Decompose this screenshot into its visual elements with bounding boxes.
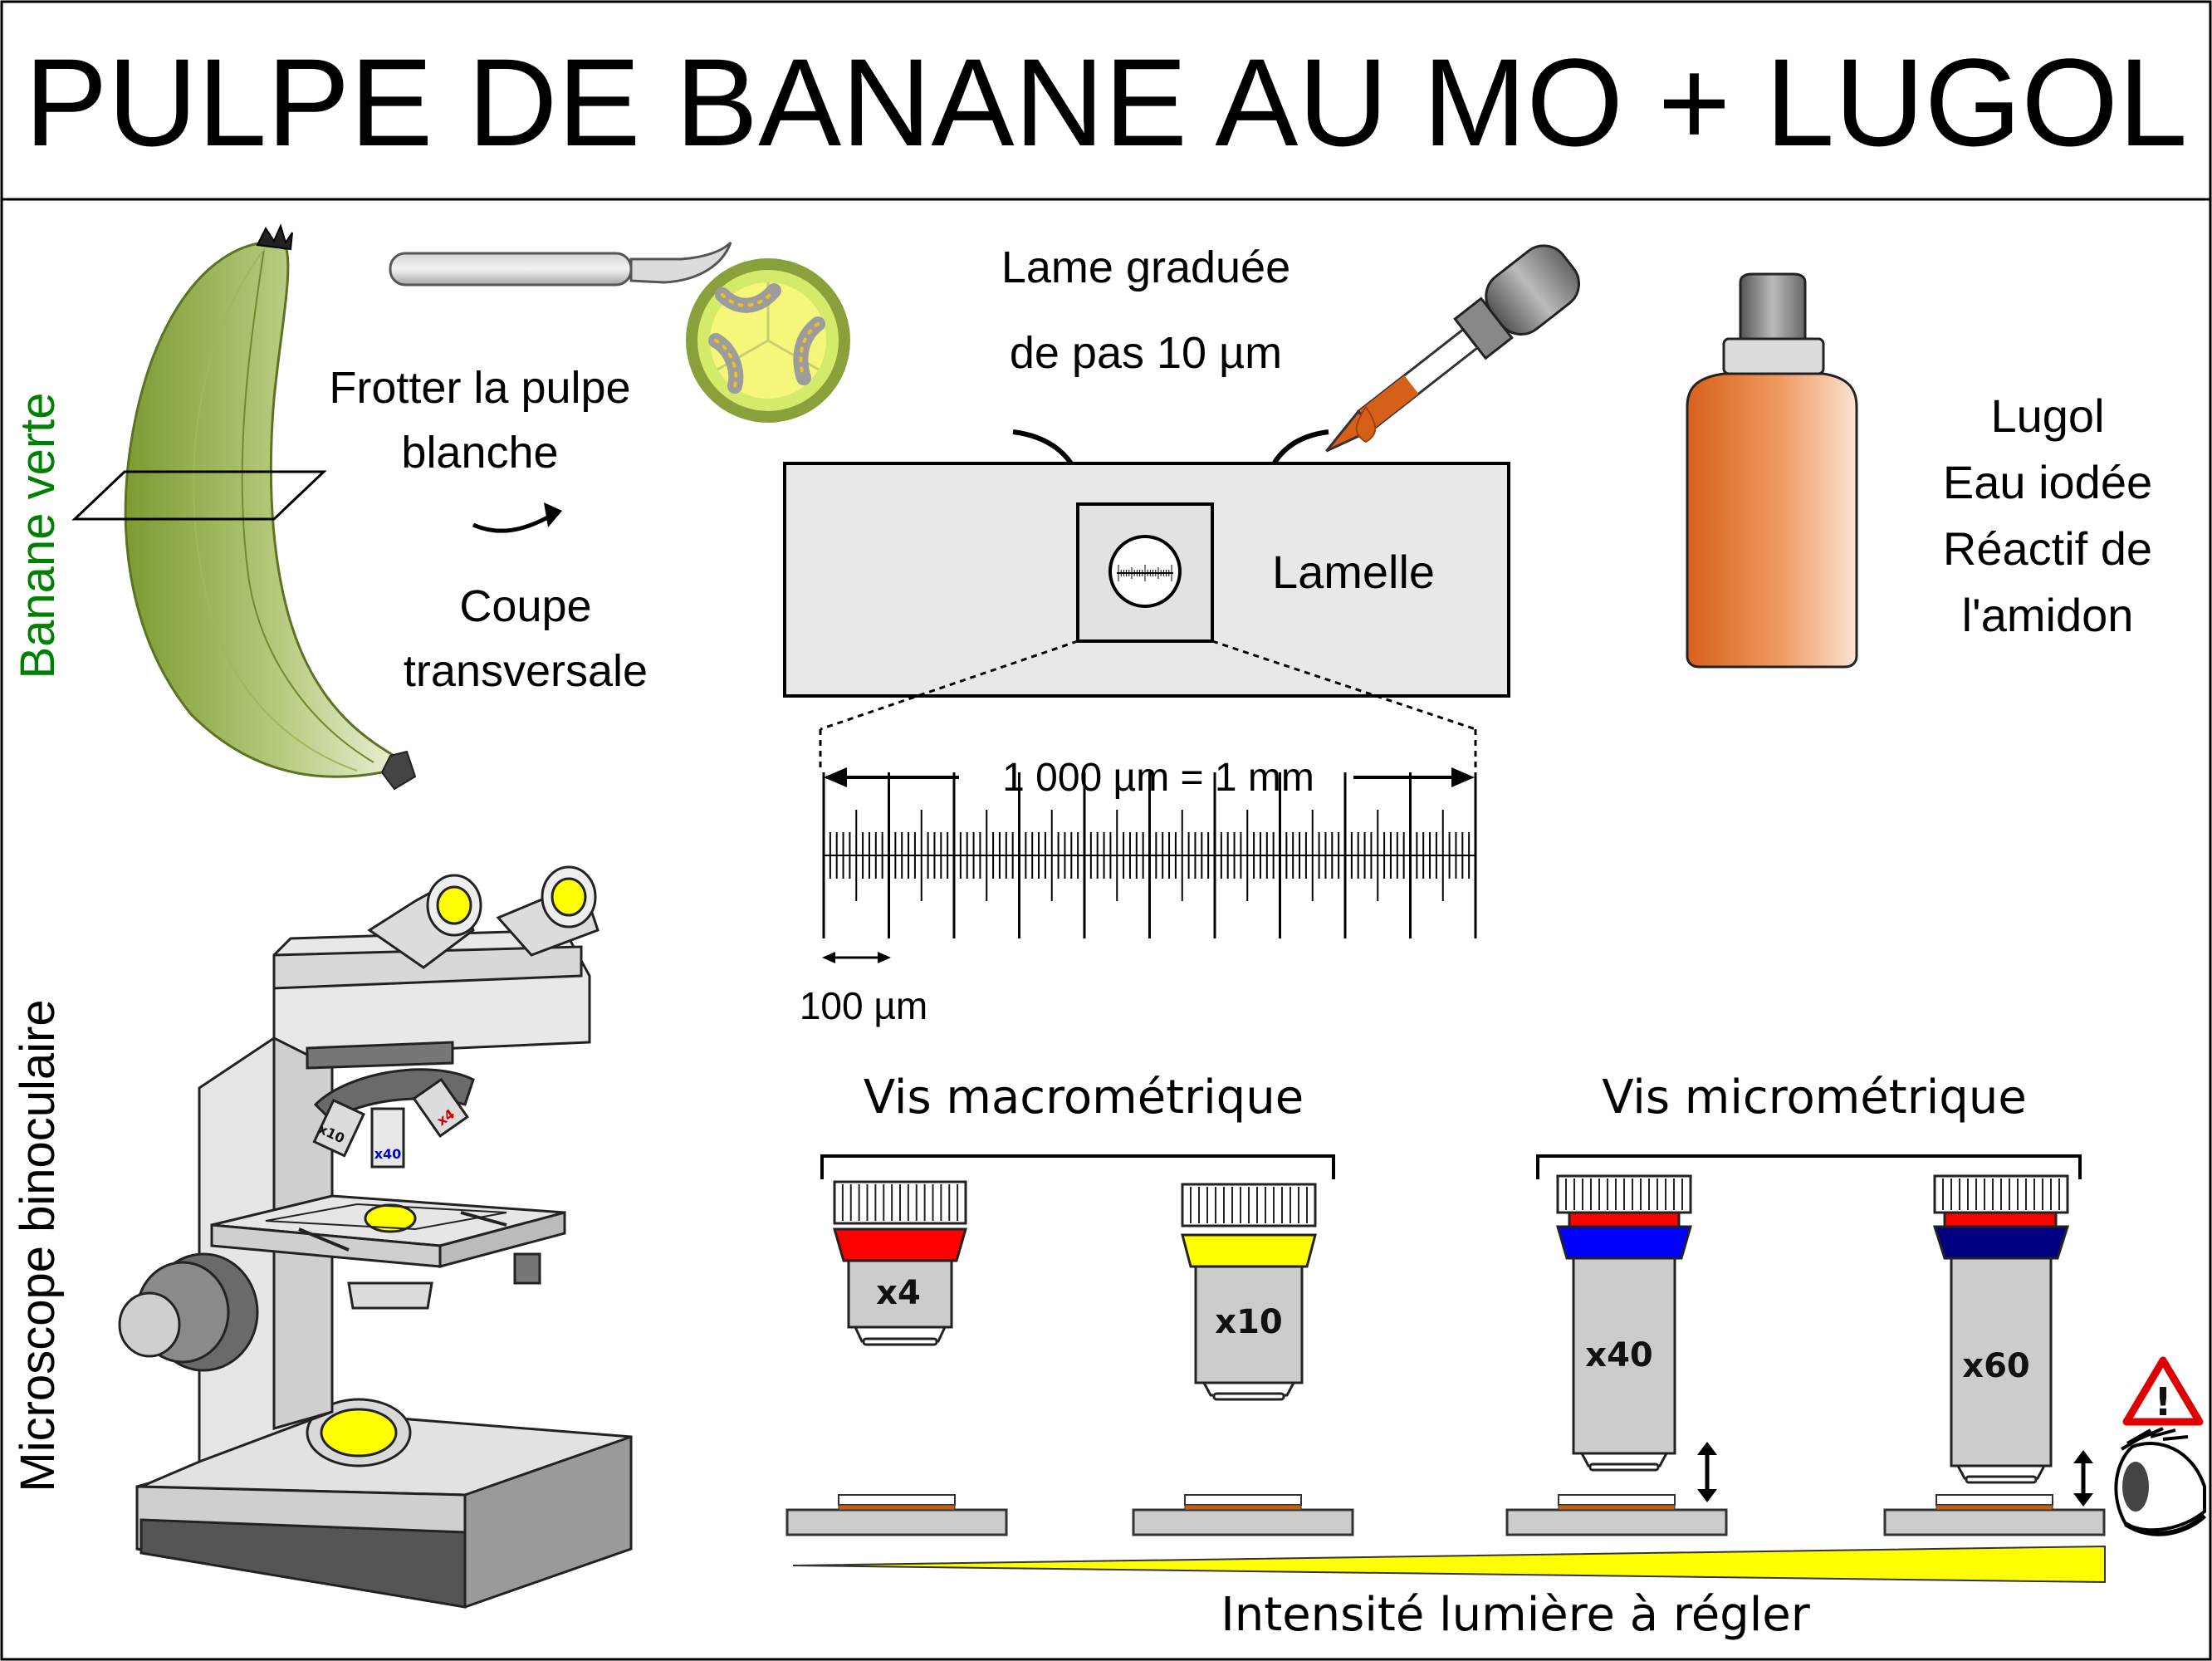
- microscope-label: Microscope binoculaire: [11, 999, 65, 1492]
- up-down-arrow-icon: [1697, 1442, 1717, 1502]
- stained-sample: [1558, 1504, 1676, 1511]
- division-label: 100 µm: [800, 984, 927, 1027]
- lugol-line4: l'amidon: [1962, 589, 2134, 641]
- stained-sample: [838, 1504, 956, 1511]
- microscope-icon: [118, 865, 633, 1609]
- stained-sample: [1936, 1504, 2053, 1511]
- rub-pulp-line1: Frotter la pulpe: [329, 363, 630, 413]
- micro-focus-label: Vis micrométrique: [1602, 1071, 2027, 1124]
- banana-icon: [71, 223, 417, 791]
- lugol-bottle-icon: [1686, 272, 1858, 669]
- slide: [785, 1508, 1008, 1536]
- cross-section-line1: Coupe: [459, 581, 591, 631]
- page-title: PULPE DE BANANE AU MO + LUGOL: [24, 32, 2187, 172]
- objective-x60-label: x60: [1962, 1347, 2029, 1385]
- objective-x40: [1556, 1174, 1692, 1472]
- coverslip: [1184, 1494, 1302, 1506]
- micro-focus-bracket: [1536, 1154, 2082, 1179]
- macro-focus-label: Vis macrométrique: [864, 1071, 1304, 1124]
- warning-symbol: !: [2155, 1379, 2172, 1424]
- warning-icon: [2122, 1356, 2204, 1426]
- rub-pulp-line2: blanche: [401, 428, 558, 478]
- arrow-head-icon: [544, 502, 562, 527]
- light-intensity-label: Intensité lumière à régler: [1221, 1588, 1810, 1642]
- graduated-slide-line1: Lame graduée: [1001, 243, 1290, 292]
- zoom-lines: [819, 639, 1477, 768]
- scale-total-arrow: [824, 767, 1475, 787]
- up-down-arrow-icon: [2073, 1450, 2093, 1507]
- coverslip-label: Lamelle: [1272, 546, 1435, 598]
- banana-cross-section-icon: [686, 258, 850, 423]
- scale-total-label: 1 000 µm = 1 mm: [1002, 756, 1314, 800]
- light-intensity-wedge: [792, 1545, 2106, 1584]
- slide: [1505, 1508, 1728, 1536]
- scalpel-icon: [389, 241, 732, 287]
- coverslip: [838, 1494, 956, 1506]
- slide: [1883, 1508, 2106, 1536]
- mini-scale: [1118, 565, 1172, 581]
- slide: [1132, 1508, 1354, 1536]
- stage-slides: [785, 1494, 2106, 1536]
- glass-slide: [783, 462, 1510, 698]
- lugol-line3: Réactif de: [1943, 522, 2152, 575]
- banana-label: Banane verte: [11, 392, 65, 679]
- objective-x40-label: x40: [1585, 1336, 1652, 1374]
- lugol-line1: Lugol: [1990, 390, 2104, 442]
- dropper-icon: [1325, 244, 1580, 453]
- objective-x4: [833, 1180, 967, 1346]
- coverslip: [1936, 1494, 2053, 1506]
- coverslip: [1558, 1494, 1676, 1506]
- cross-section-line2: transversale: [404, 646, 648, 696]
- nosepiece-label-x40: x40: [374, 1146, 402, 1162]
- graduated-slide-line2: de pas 10 µm: [1010, 328, 1282, 378]
- graduated-scale: [822, 772, 1477, 938]
- curved-arrow-icon: [472, 512, 554, 533]
- eye-icon: [2114, 1427, 2207, 1536]
- stained-sample: [1184, 1504, 1302, 1511]
- objective-x4-label: x4: [876, 1274, 921, 1312]
- macro-focus-bracket: [820, 1154, 1335, 1179]
- objective-x10-label: x10: [1215, 1303, 1282, 1341]
- division-arrow: [822, 952, 891, 963]
- objective-x10: [1181, 1183, 1317, 1401]
- objective-x60: [1932, 1174, 2070, 1484]
- lugol-line2: Eau iodée: [1943, 456, 2152, 508]
